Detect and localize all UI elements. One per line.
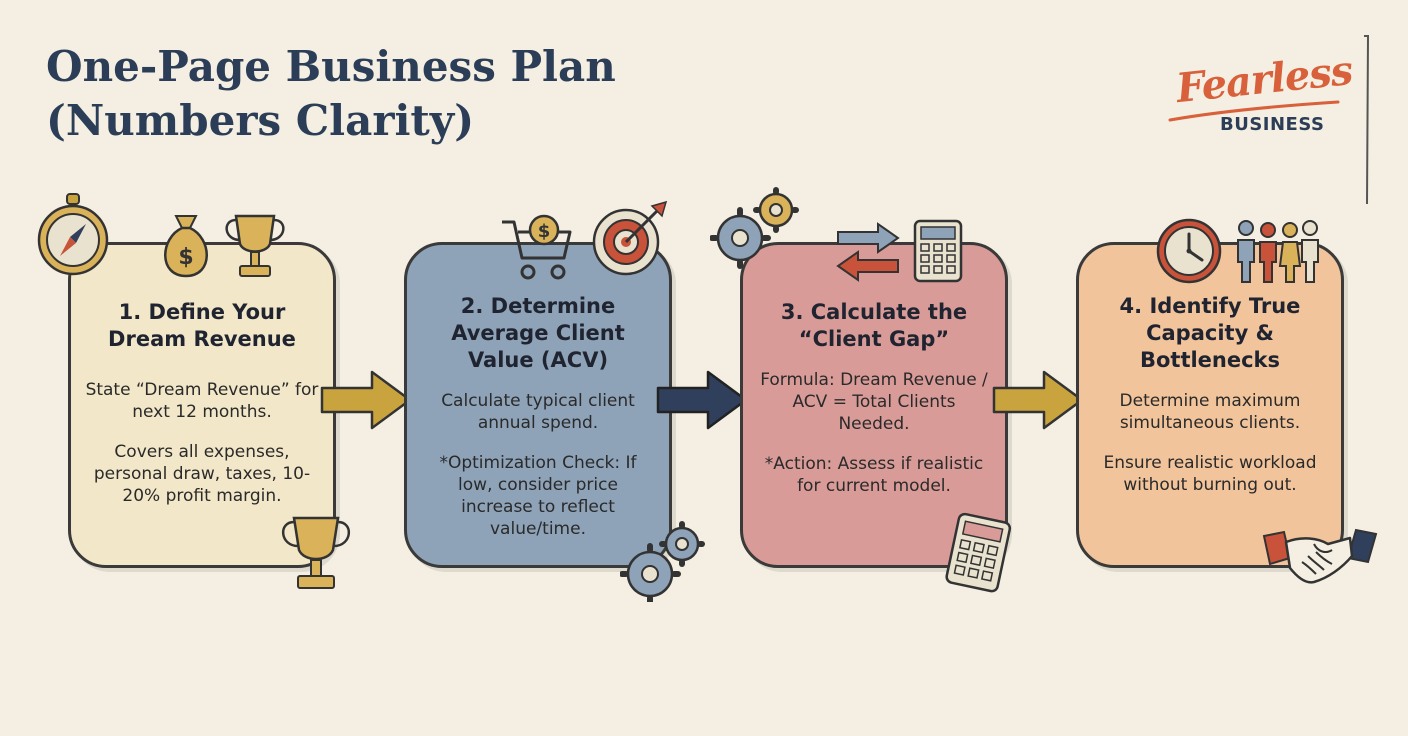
arrow-right-icon [656,370,748,430]
exchange-arrows-icon [836,222,900,282]
step-2-text-1: Calculate typical client annual spend. [441,391,635,433]
logo-subtitle: BUSINESS [1220,114,1325,135]
step-3-text-1: Formula: Dream Revenue / ACV = Total Cli… [760,370,988,434]
page-title-line-1: One-Page Business Plan [46,42,616,91]
svg-text:$: $ [178,245,193,270]
clock-icon [1156,218,1222,284]
calculator-icon [945,512,1012,593]
step-1-text-1: State “Dream Revenue” for next 12 months… [85,380,319,422]
step-3-text-2: *Action: Assess if realistic for current… [764,454,984,496]
arrow-right-icon [992,370,1084,430]
step-1-text-2: Covers all expenses, personal draw, taxe… [93,442,311,506]
gear-icon [710,187,799,269]
shopping-cart-icon: $ [502,214,572,280]
page-title-line-2: (Numbers Clarity) [46,96,475,145]
step-card-1: 1. Define Your Dream Revenue State “Drea… [68,242,336,568]
step-card-2: 2. Determine Average Client Value (ACV) … [404,242,672,568]
step-3-title: 3. Calculate the “Client Gap” [780,300,968,351]
people-icon [1237,220,1319,283]
trophy-icon [282,516,350,589]
money-bag-icon: $ [164,215,208,278]
step-2-text-2: *Optimization Check: If low, consider pr… [439,453,637,539]
compass-icon [37,193,109,276]
step-1-title: 1. Define Your Dream Revenue [108,300,296,351]
page-title: One-Page Business Plan (Numbers Clarity) [46,40,616,148]
step-4-text-1: Determine maximum simultaneous clients. [1119,391,1301,433]
gear-icon [620,521,705,602]
step-card-4: 4. Identify True Capacity & Bottlenecks … [1076,242,1344,568]
target-icon [592,200,668,276]
fearless-business-logo: Fearless BUSINESS [1160,47,1354,142]
decorative-line-icon [1364,35,1370,205]
logo-swash-icon [1168,100,1340,122]
step-2-title: 2. Determine Average Client Value (ACV) [451,294,625,372]
svg-text:$: $ [538,221,551,242]
trophy-icon [225,214,285,277]
calculator-icon [913,219,963,283]
handshake-icon [1262,528,1378,584]
arrow-right-icon [320,370,412,430]
step-4-title: 4. Identify True Capacity & Bottlenecks [1119,294,1301,372]
step-4-text-2: Ensure realistic workload without burnin… [1103,453,1317,495]
